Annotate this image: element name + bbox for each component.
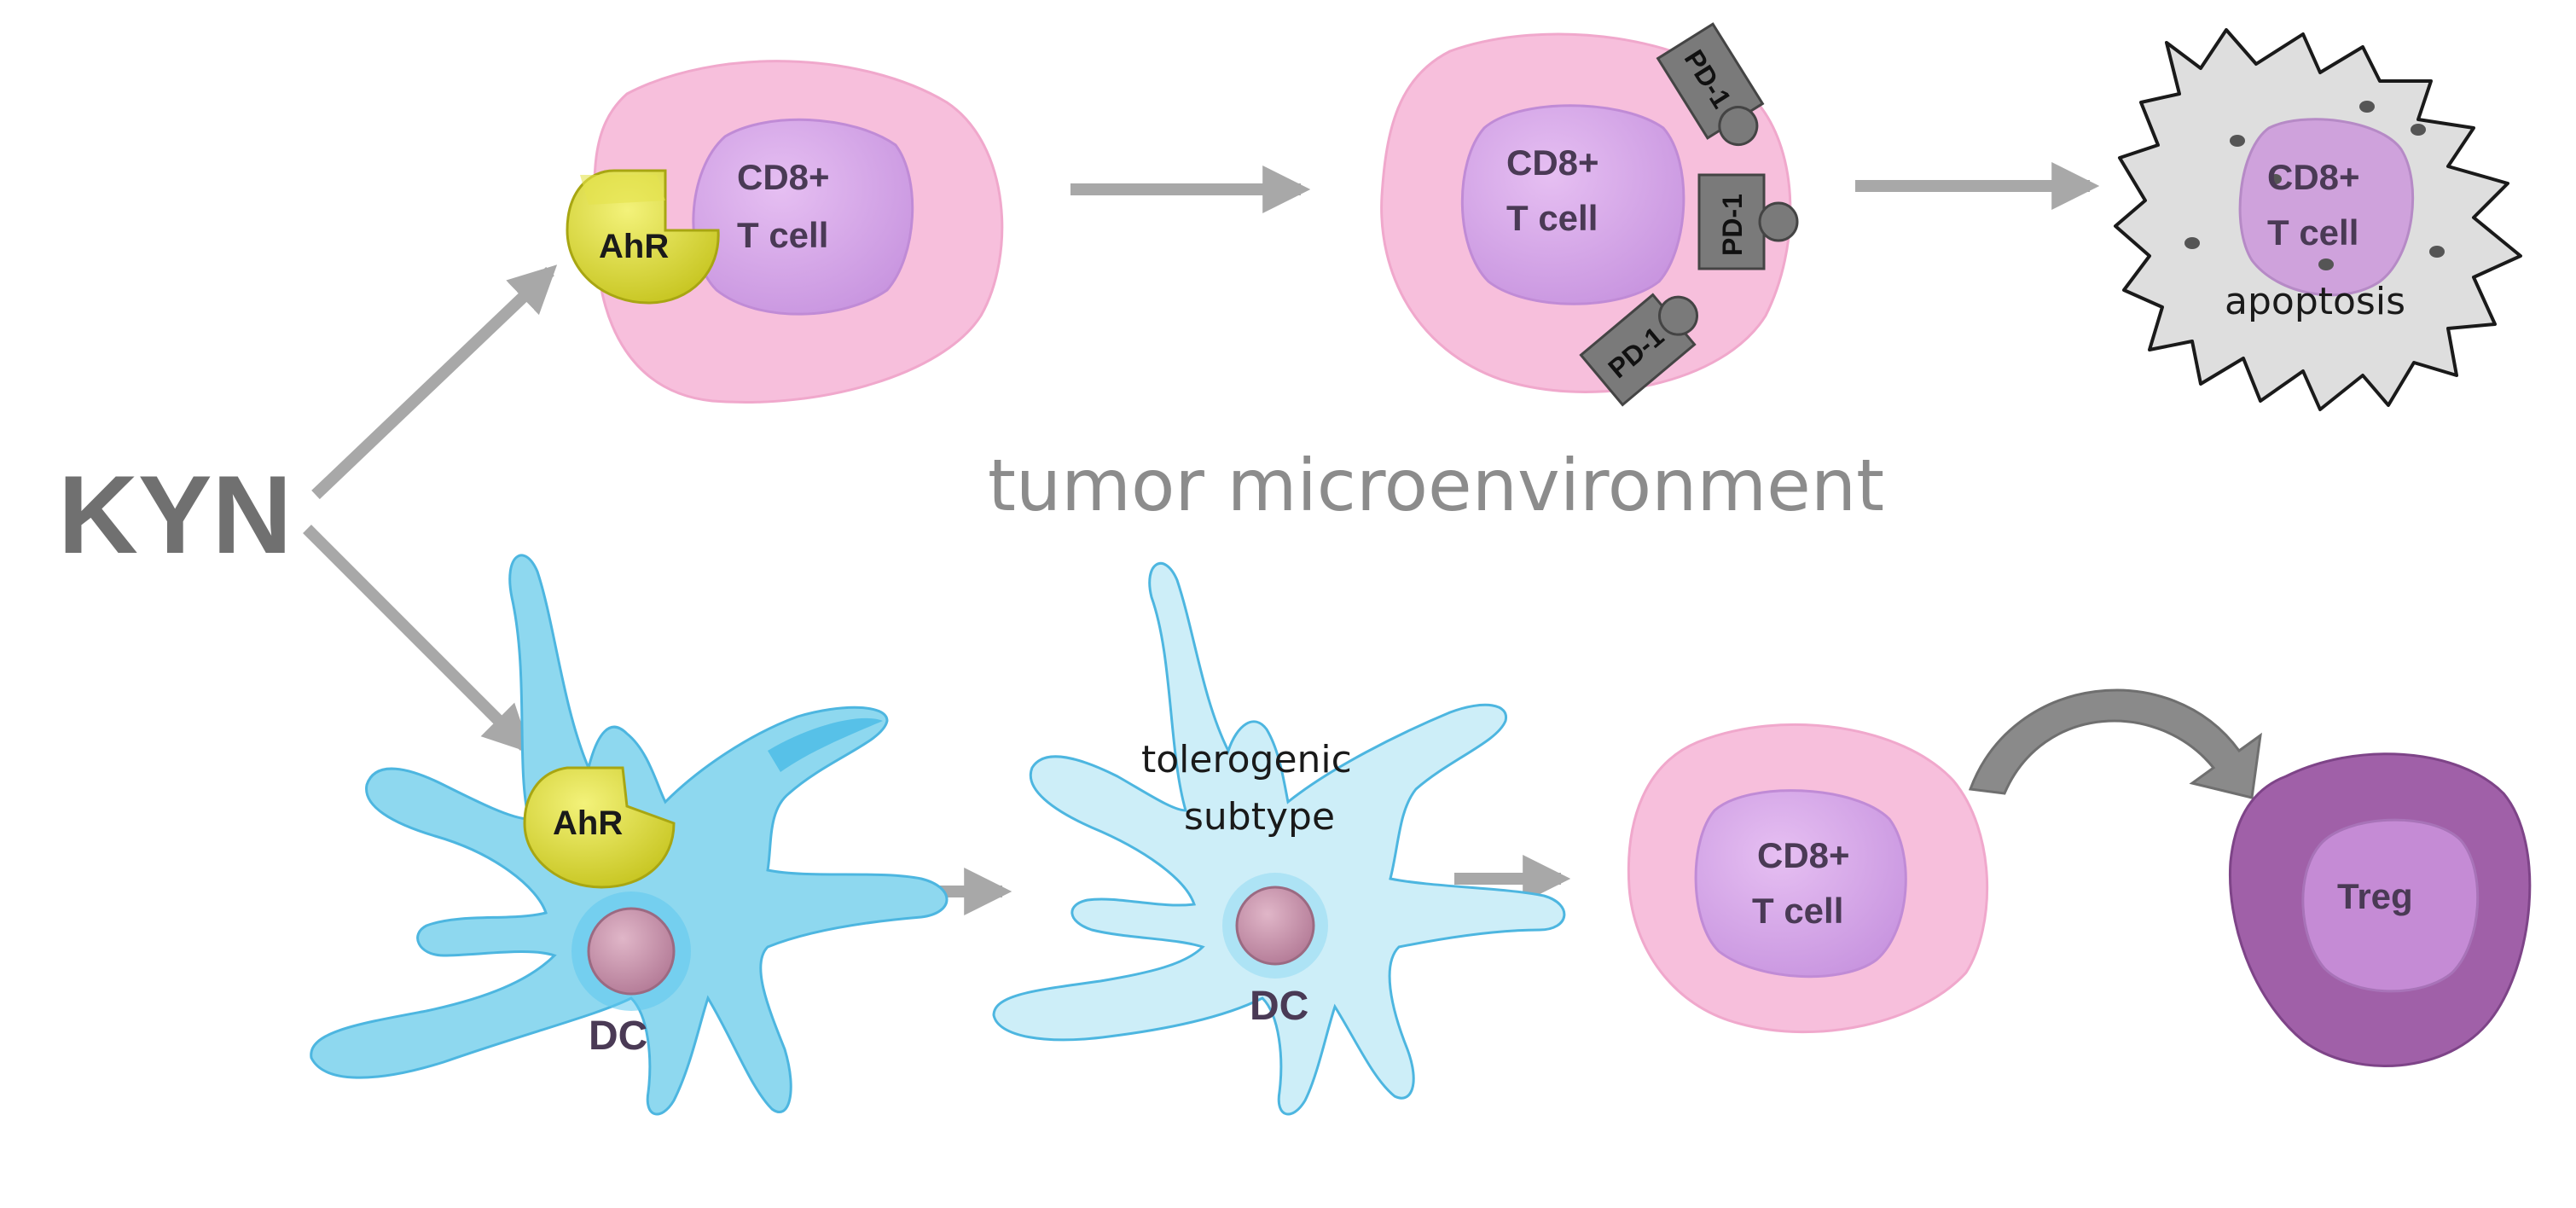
tolerogenic-label-2: subtype <box>1184 795 1335 839</box>
curved-arrow-to-treg <box>1968 688 2262 799</box>
tcell-2-label-2: T cell <box>1506 198 1598 238</box>
pd1-receptor-1: PD-1 <box>1656 22 1765 147</box>
arrow-kyn-to-top <box>311 264 558 500</box>
ahr-receptor-1: AhR <box>566 169 720 305</box>
dc-2-label: DC <box>1250 984 1308 1029</box>
apoptotic-label-1: CD8+ <box>2267 157 2360 197</box>
pd1-2-label: PD-1 <box>1717 194 1748 256</box>
pd1-receptor-3: PD-1 <box>1579 293 1698 407</box>
apoptosis-label: apoptosis <box>2225 280 2405 323</box>
kyn-label: KYN <box>58 452 292 577</box>
pd1-receptor-2: PD-1 <box>1697 173 1799 270</box>
dc-1-label: DC <box>589 1013 647 1059</box>
tolerogenic-label-1: tolerogenic <box>1141 738 1352 781</box>
ahr-1-label: AhR <box>599 228 669 265</box>
tcell-1-label-1: CD8+ <box>737 157 830 197</box>
treg-cell: Treg <box>2228 752 2532 1067</box>
tcell-3-label-2: T cell <box>1752 891 1843 931</box>
ahr-receptor-2: AhR <box>523 766 676 889</box>
apoptotic-cell: CD8+ T cell apoptosis <box>2114 28 2522 411</box>
apoptotic-cell-nucleus <box>2238 118 2415 297</box>
arrows <box>303 162 2262 915</box>
apoptotic-bodies <box>2184 101 2445 270</box>
tcell-3: CD8+ T cell <box>1627 723 1989 1034</box>
treg-label: Treg <box>2337 876 2413 916</box>
tcell-3-nucleus <box>1694 789 1907 979</box>
environment-label: tumor microenvironment <box>988 444 1884 527</box>
apoptotic-label-2: T cell <box>2267 212 2358 253</box>
dc-2-body <box>992 561 1566 1116</box>
ahr-2-shape <box>523 766 676 889</box>
tcell-2-nucleus <box>1460 104 1685 305</box>
tcell-1: CD8+ T cell AhR <box>566 60 1004 404</box>
ahr-2-label: AhR <box>553 804 623 842</box>
arrow-kyn-to-bottom <box>303 525 531 753</box>
dendritic-cell-1: DC AhR <box>310 554 949 1116</box>
dendritic-cell-2: tolerogenic subtype DC <box>992 561 1566 1116</box>
treg-nucleus <box>2301 818 2480 993</box>
tcell-2-label-1: CD8+ <box>1506 142 1599 183</box>
dc-1-nucleus <box>587 907 676 996</box>
dc-1-highlight <box>768 717 883 772</box>
tcell-2: CD8+ T cell PD-1 PD-1 PD-1 <box>1380 22 1799 407</box>
dc-2-nucleus <box>1235 886 1315 966</box>
tcell-3-label-1: CD8+ <box>1757 835 1850 875</box>
tcell-1-label-2: T cell <box>737 215 828 255</box>
